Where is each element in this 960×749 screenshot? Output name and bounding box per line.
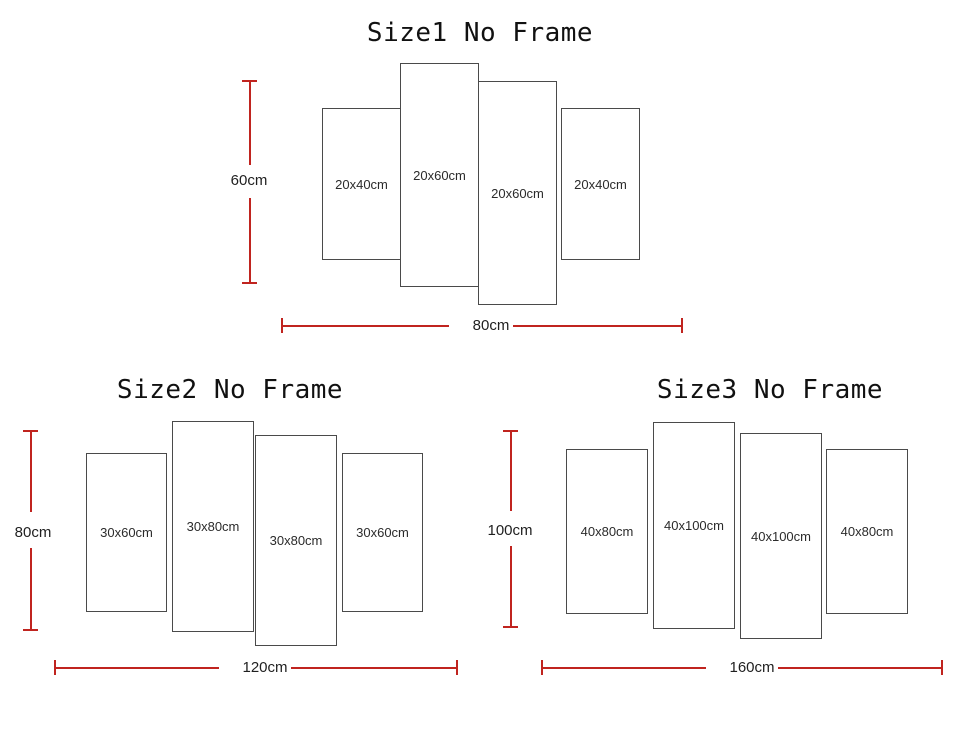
size2-width-cap-right xyxy=(456,660,458,675)
size1-height-line-lower xyxy=(249,198,251,283)
size2-height-cap-bottom xyxy=(23,629,38,631)
size2-height-label: 80cm xyxy=(0,525,66,540)
size1-panel-2-label: 20x60cm xyxy=(413,167,466,183)
size1-width-line-right xyxy=(513,325,683,327)
size3-width-line-left xyxy=(541,667,708,669)
size1-title: Size1 No Frame xyxy=(366,18,594,48)
size1-width-label: 80cm xyxy=(449,318,533,333)
size3-panel-2-label: 40x100cm xyxy=(664,518,724,533)
size3-height-line-upper xyxy=(510,430,512,511)
size2-panel-4: 30x60cm xyxy=(342,453,423,612)
size2-panel-3: 30x80cm xyxy=(255,435,337,646)
size3-title: Size3 No Frame xyxy=(656,375,884,405)
size2-panel-1-label: 30x60cm xyxy=(100,525,153,540)
size1-height-cap-bottom xyxy=(242,282,257,284)
size1-panel-4-label: 20x40cm xyxy=(574,176,627,192)
size1-panel-3: 20x60cm xyxy=(478,81,557,305)
size3-height-line-lower xyxy=(510,546,512,627)
size3-panel-1-label: 40x80cm xyxy=(580,524,634,539)
size2-panel-2: 30x80cm xyxy=(172,421,254,632)
size3-panel-2: 40x100cm xyxy=(653,422,735,629)
size2-height-line-upper xyxy=(30,430,32,512)
size3-width-label: 160cm xyxy=(706,660,798,675)
size1-width-cap-right xyxy=(681,318,683,333)
size1-height-label: 60cm xyxy=(196,173,302,188)
size3-width-line-right xyxy=(778,667,942,669)
size2-title: Size2 No Frame xyxy=(116,375,344,405)
size2-panel-4-label: 30x60cm xyxy=(356,525,409,540)
size1-width-line-left xyxy=(281,325,451,327)
size2-width-line-left xyxy=(54,667,221,669)
size3-panel-3-label: 40x100cm xyxy=(751,528,811,544)
size2-panel-3-label: 30x80cm xyxy=(269,533,323,548)
size2-panel-2-label: 30x80cm xyxy=(186,519,240,534)
size2-width-line-right xyxy=(291,667,457,669)
size3-panel-3: 40x100cm xyxy=(740,433,822,639)
size1-height-line-upper xyxy=(249,80,251,165)
size3-width-cap-right xyxy=(941,660,943,675)
size1-panel-1: 20x40cm xyxy=(322,108,401,260)
size3-panel-1: 40x80cm xyxy=(566,449,648,614)
size3-height-cap-bottom xyxy=(503,626,518,628)
size2-panel-1: 30x60cm xyxy=(86,453,167,612)
size3-panel-4-label: 40x80cm xyxy=(840,524,894,539)
size1-panel-4: 20x40cm xyxy=(561,108,640,260)
size3-height-label: 100cm xyxy=(478,523,542,538)
size1-panel-3-label: 20x60cm xyxy=(491,185,544,201)
size2-height-line-lower xyxy=(30,548,32,630)
size2-width-label: 120cm xyxy=(219,660,311,675)
size1-panel-2: 20x60cm xyxy=(400,63,479,287)
size1-panel-1-label: 20x40cm xyxy=(335,176,388,192)
size3-panel-4: 40x80cm xyxy=(826,449,908,614)
